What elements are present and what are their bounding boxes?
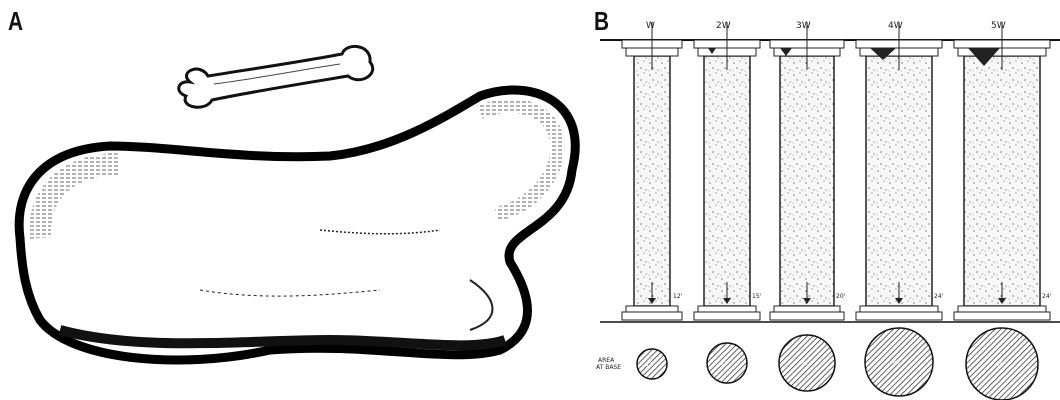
column-5-load: 5W: [991, 21, 1006, 31]
column-1-load: W: [646, 21, 655, 31]
column-5-height: 24': [1042, 293, 1052, 300]
column-4: [856, 22, 942, 320]
base-area-1: 12: [646, 362, 652, 368]
column-2-load: 2W: [716, 21, 731, 31]
column-5: [954, 22, 1050, 320]
column-3-height: 20': [836, 293, 846, 300]
column-4-height: 24': [934, 293, 944, 300]
column-3: [770, 22, 844, 320]
column-1-height: 12': [673, 293, 683, 300]
base-area-2: 22: [721, 361, 727, 367]
column-1: [622, 22, 682, 320]
column-3-load: 3W: [796, 21, 811, 31]
area-caption-line-2: AT BASE: [596, 364, 621, 371]
base-area-5: 55: [996, 362, 1002, 368]
column-4-load: 4W: [888, 21, 903, 31]
column-2-height: 15': [752, 293, 762, 300]
small-bone: [179, 46, 373, 107]
area-caption-line-1: AREA: [598, 357, 615, 364]
large-bone: [19, 90, 575, 360]
column-2: [694, 22, 760, 320]
base-area-3: 33: [801, 361, 807, 367]
base-area-4: 44: [893, 360, 899, 366]
